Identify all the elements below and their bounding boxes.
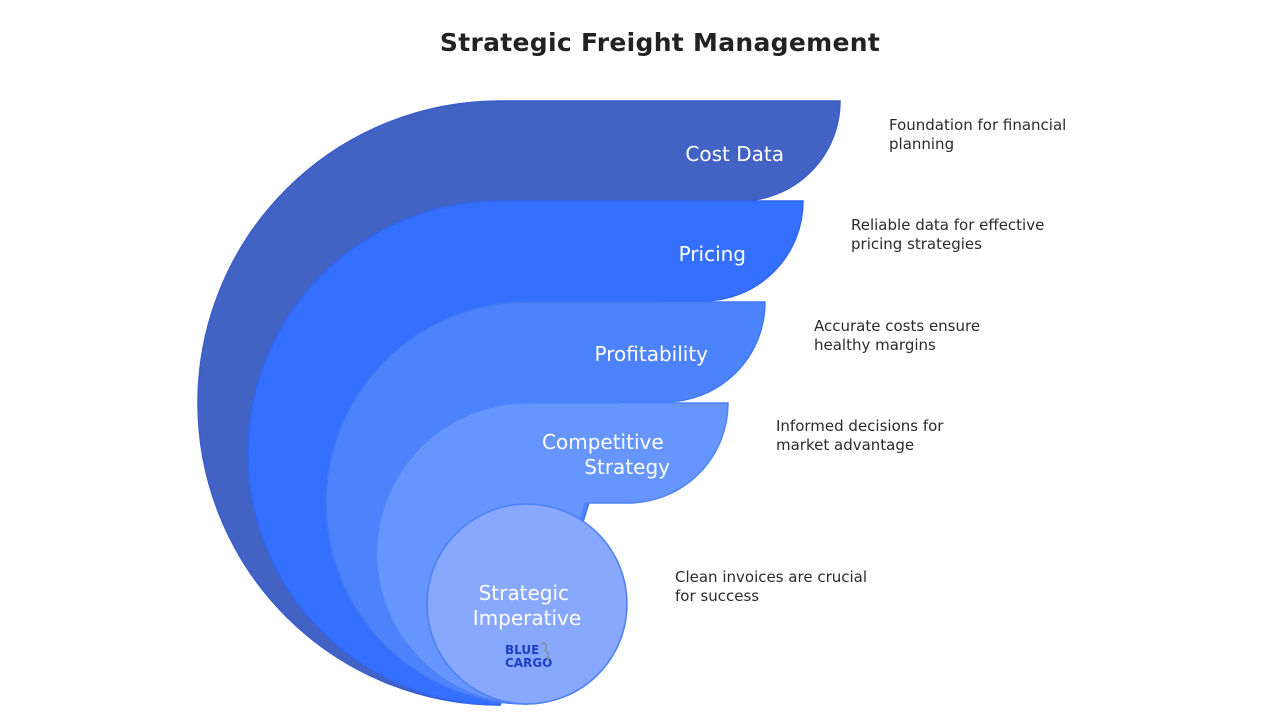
layer-description-strategic-imperative: Clean invoices are crucial for success [675,568,868,605]
layer-label-line: Competitive [542,430,664,454]
layer-label-line: Profitability [595,342,709,366]
logo-line-2: CARGO [505,656,553,670]
layer-label-competitive-strategy: Competitive Strategy [542,430,670,479]
layer-label-cost-data: Cost Data [685,142,784,166]
layer-shape-strategic-imperative [426,503,628,705]
page-title: Strategic Freight Management [439,28,881,57]
layer-label-profitability: Profitability [595,342,709,366]
layer-label-line: Pricing [679,242,746,266]
layer-label-strategic-imperative: Strategic Imperative [473,581,581,630]
layer-description-pricing: Reliable data for effective pricing stra… [851,216,1045,253]
layer-label-line: Cost Data [685,142,784,166]
layer-description-profitability: Accurate costs ensure healthy margins [814,317,981,354]
blue-cargo-logo: BLUE CARGO [505,644,565,670]
layer-label-line: Strategy [584,455,670,479]
layer-label-line: Strategic [479,581,569,605]
layer-description-cost-data: Foundation for financial planning [889,116,1067,153]
logo-mark-icon [541,642,550,661]
layer-description-competitive-strategy: Informed decisions for market advantage [776,417,944,454]
layer-label-line: Imperative [473,606,581,630]
logo-line-1: BLUE [505,643,540,657]
layer-label-pricing: Pricing [679,242,746,266]
